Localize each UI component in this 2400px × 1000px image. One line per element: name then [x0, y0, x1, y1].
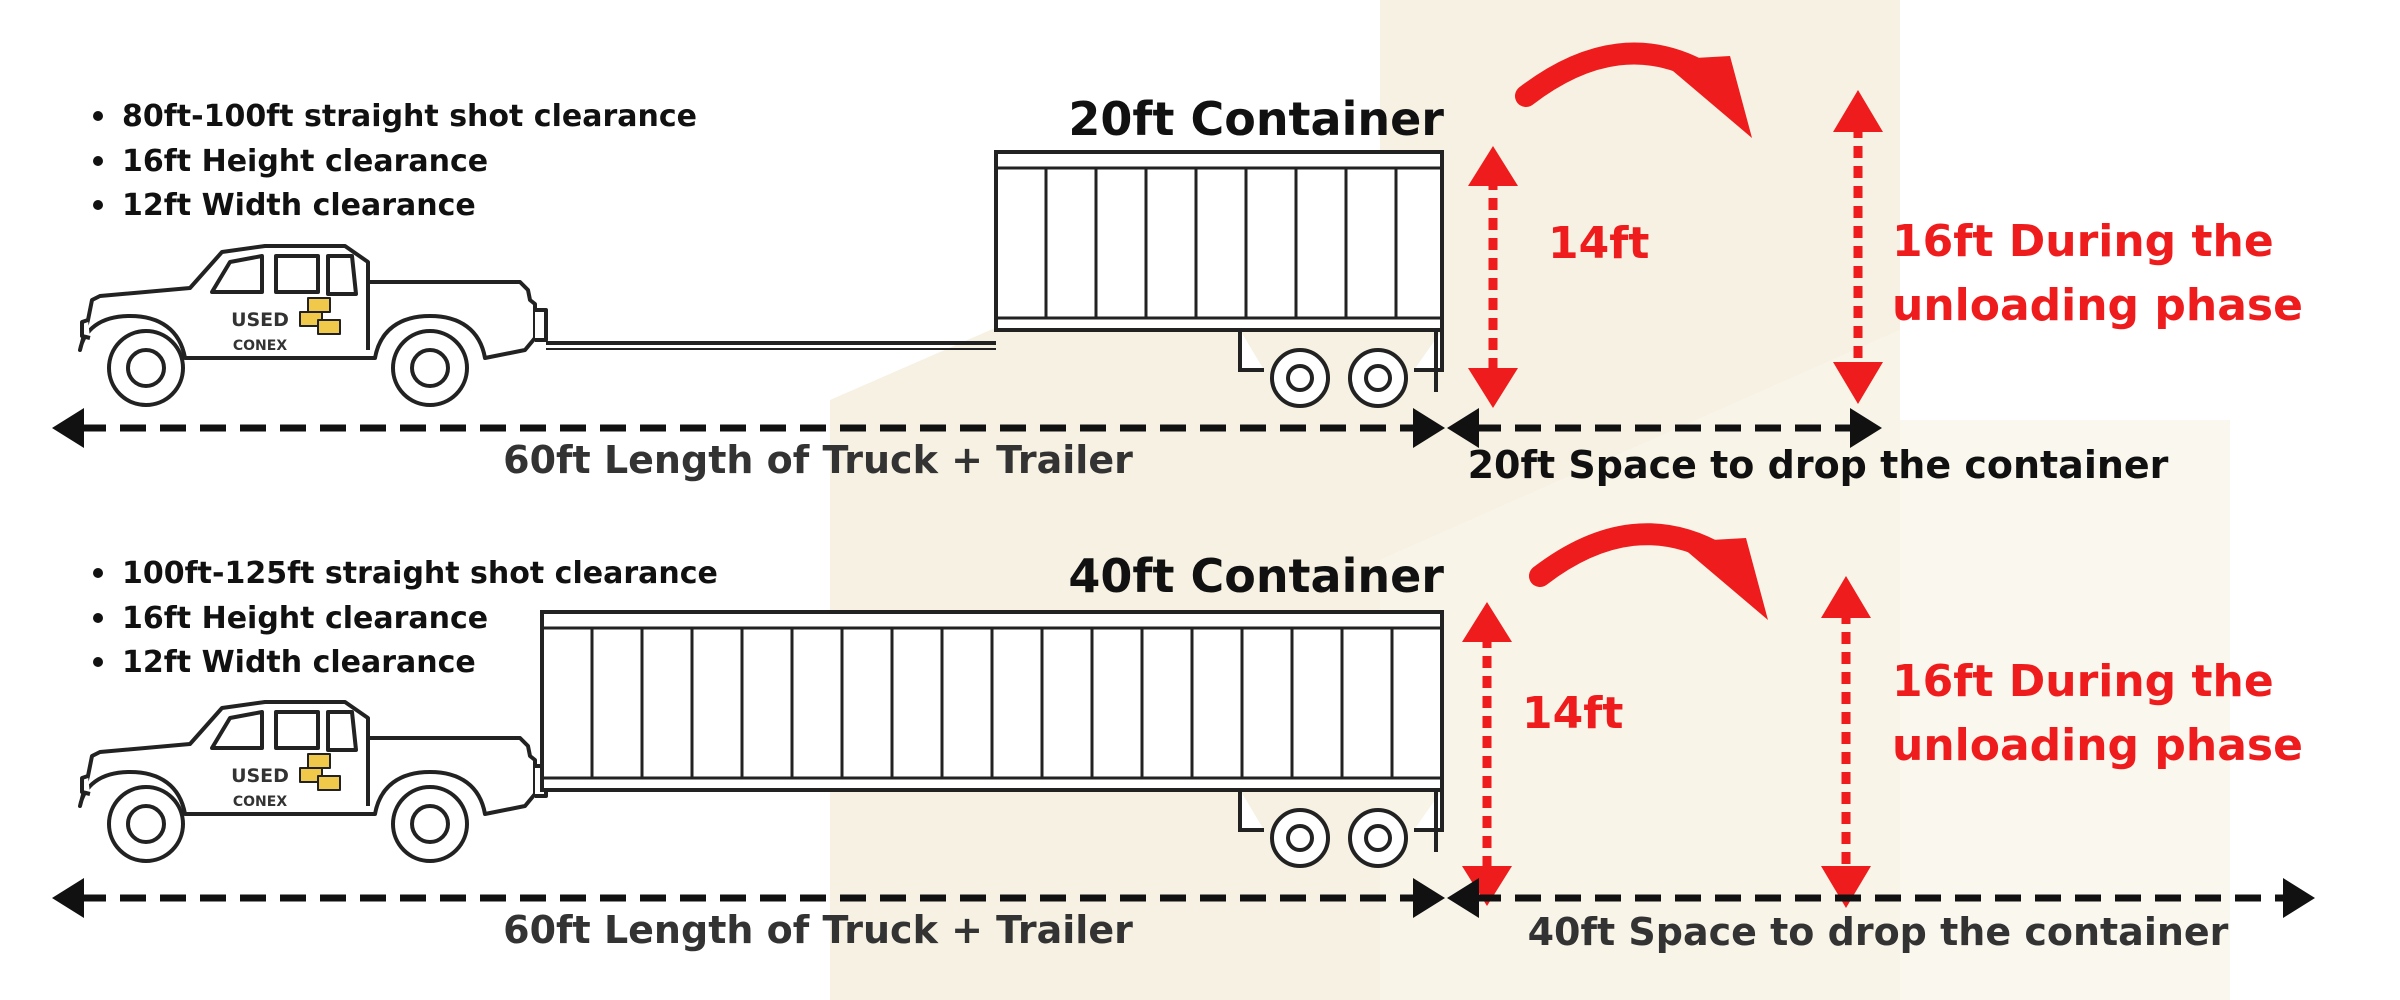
- length-label: 60ft Length of Truck + Trailer: [503, 438, 1133, 482]
- box-icon: [307, 753, 331, 769]
- truck-logo-conex: CONEX: [233, 338, 287, 354]
- trailer-wheels-20ft: [1238, 330, 1444, 408]
- height-arrow-16ft: [1821, 576, 1871, 908]
- bullet-text: 16ft Height clearance: [122, 601, 488, 636]
- drop-direction-arrow-icon: [1515, 42, 1752, 138]
- drop-space-dimension-line: [1447, 408, 1882, 448]
- height-arrow-14ft: [1462, 602, 1512, 906]
- box-icon: [317, 775, 341, 791]
- unload-height-label-line1: 16ft During the: [1892, 656, 2274, 707]
- bullet-dot: [93, 156, 103, 166]
- height-arrow-16ft: [1833, 90, 1883, 404]
- bullet-list-40ft: 100ft-125ft straight shot clearance 16ft…: [93, 556, 718, 680]
- section-40ft: 100ft-125ft straight shot clearance 16ft…: [52, 523, 2315, 954]
- pickup-truck-icon: [78, 244, 548, 407]
- unload-height-label-line1: 16ft During the: [1892, 216, 2274, 267]
- box-icon: [317, 319, 341, 335]
- bullet-text: 12ft Width clearance: [122, 188, 476, 223]
- drop-space-dimension-line: [1447, 878, 2315, 918]
- container-height-label: 14ft: [1522, 688, 1623, 739]
- bullet-text: 12ft Width clearance: [122, 645, 476, 680]
- unload-height-label-line2: unloading phase: [1892, 280, 2303, 331]
- bullet-dot: [93, 613, 103, 623]
- length-dimension-line: [52, 408, 1445, 448]
- box-icon: [307, 297, 331, 313]
- container-title-40ft: 40ft Container: [1068, 549, 1444, 603]
- space-label: 40ft Space to drop the container: [1528, 910, 2229, 954]
- trailer-wheels-40ft: [1238, 790, 1444, 868]
- length-label: 60ft Length of Truck + Trailer: [503, 908, 1133, 952]
- bullet-dot: [93, 568, 103, 578]
- bullet-text: 16ft Height clearance: [122, 144, 488, 179]
- space-label: 20ft Space to drop the container: [1468, 443, 2169, 487]
- length-dimension-line: [52, 878, 1445, 918]
- bullet-list-20ft: 80ft-100ft straight shot clearance 16ft …: [93, 99, 697, 223]
- bullet-dot: [93, 111, 103, 121]
- truck-logo-used: USED: [231, 309, 289, 331]
- container-40ft: [540, 610, 1444, 792]
- container-height-label: 14ft: [1548, 218, 1649, 269]
- truck-logo-used: USED: [231, 765, 289, 787]
- unload-height-label-line2: unloading phase: [1892, 720, 2303, 771]
- truck-logo-conex: CONEX: [233, 794, 287, 810]
- bullet-dot: [93, 657, 103, 667]
- bullet-text: 100ft-125ft straight shot clearance: [122, 556, 718, 591]
- container-title-20ft: 20ft Container: [1068, 92, 1444, 146]
- drop-direction-arrow-icon: [1529, 523, 1768, 620]
- bullet-text: 80ft-100ft straight shot clearance: [122, 99, 697, 134]
- height-arrow-14ft: [1468, 146, 1518, 408]
- bullet-dot: [93, 200, 103, 210]
- trailer-hitch-line: [546, 341, 996, 350]
- pickup-truck-icon: [78, 700, 548, 863]
- section-20ft: 80ft-100ft straight shot clearance 16ft …: [52, 42, 2303, 487]
- container-20ft: [994, 150, 1444, 332]
